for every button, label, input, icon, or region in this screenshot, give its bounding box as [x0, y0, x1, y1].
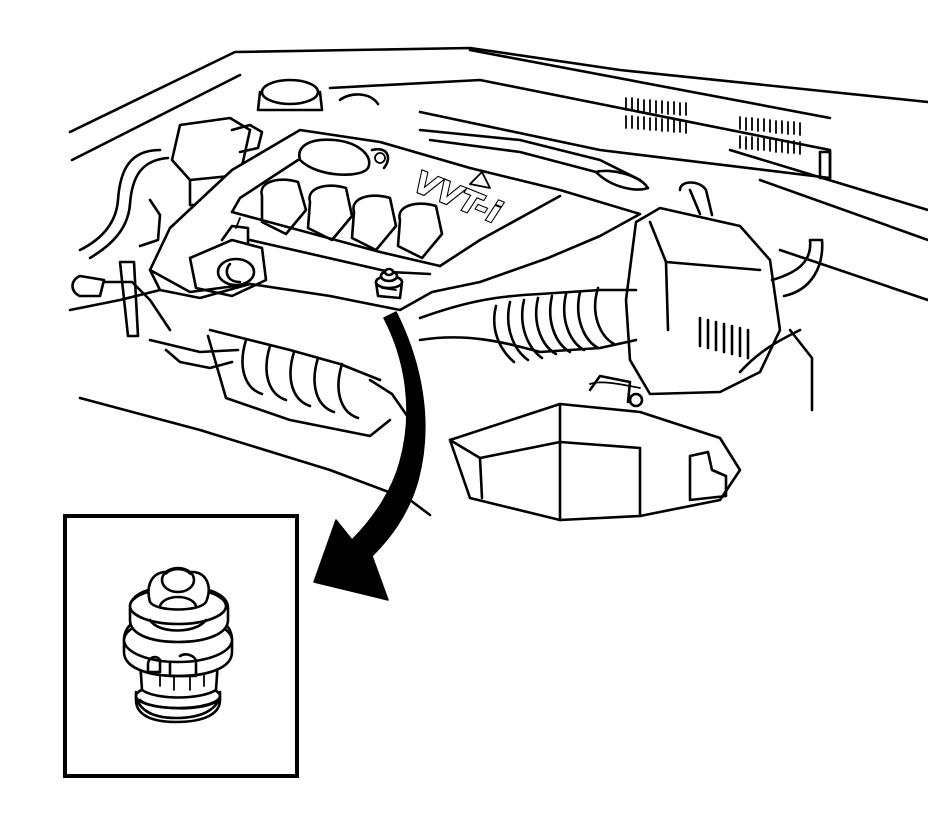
cover-clip: [374, 267, 404, 300]
air-cleaner-box: [624, 206, 824, 412]
brake-booster-area: [170, 78, 714, 217]
cowl-vent-right: [739, 116, 801, 155]
cowl-vent-left: [625, 97, 687, 134]
intake-manifold: [206, 328, 412, 438]
callout-arrow: [313, 311, 426, 601]
windshield-cowl: [68, 46, 928, 180]
left-wiring-harness: [71, 148, 240, 370]
clip-detail-enlarged: [122, 566, 234, 724]
clip-detail-callout: [63, 514, 299, 778]
relay-block: [448, 374, 742, 522]
fender-lines: [68, 148, 928, 517]
engine-cover: VVT-i: [148, 128, 642, 312]
intake-duct: [418, 286, 638, 364]
